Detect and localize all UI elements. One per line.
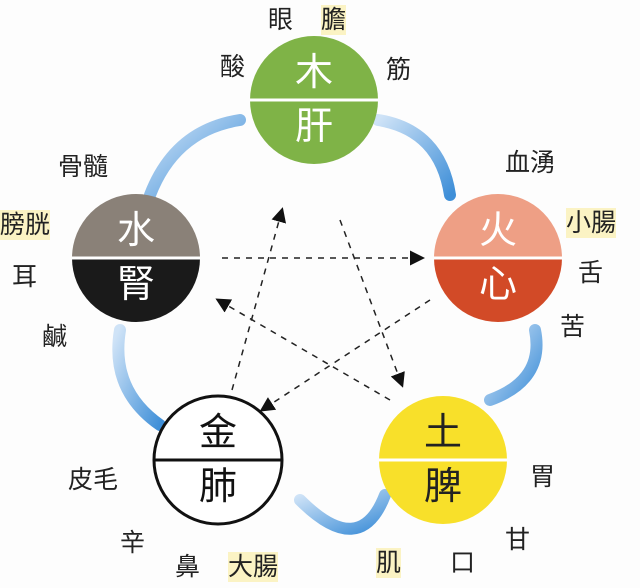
label-stomach: 胃 — [530, 462, 556, 491]
arrow-wood-to-earth — [339, 219, 405, 388]
arrow-fire-to-metal — [259, 299, 431, 412]
earth-element: 土 — [423, 410, 462, 454]
label-pungent: 辛 — [120, 528, 146, 557]
label-large-intestine: 大腸 — [228, 552, 279, 582]
arrow-wood-to-fire — [372, 114, 456, 201]
circle-fire — [434, 194, 562, 322]
label-eye: 眼 — [268, 5, 294, 34]
earth-organ: 脾 — [423, 464, 462, 508]
arrow-earth-to-water — [215, 298, 391, 401]
generating-cycle-arrows — [112, 114, 543, 535]
circle-earth — [379, 396, 507, 524]
controlling-cycle-arrows — [215, 207, 431, 412]
wood-element: 木 — [294, 50, 333, 94]
circle-metal — [152, 394, 284, 526]
wood-organ: 肝 — [294, 104, 333, 148]
label-sour: 酸 — [220, 52, 246, 81]
label-bitter: 苦 — [560, 312, 586, 341]
label-ear: 耳 — [12, 262, 38, 291]
water-element: 水 — [116, 208, 155, 252]
label-sweet: 甘 — [505, 525, 531, 554]
label-salty: 鹹 — [42, 322, 68, 351]
metal-organ: 肺 — [198, 464, 237, 508]
label-tendon: 筋 — [386, 55, 412, 84]
label-skin-hair: 皮毛 — [68, 465, 119, 494]
label-nose: 鼻 — [175, 552, 201, 581]
arrow-metal-to-wood — [231, 207, 287, 391]
arrow-earth-to-metal — [294, 489, 391, 535]
label-blood: 血湧 — [505, 148, 556, 177]
label-small-intestine: 小腸 — [566, 208, 617, 238]
label-muscle: 肌 — [376, 548, 402, 578]
label-tongue: 舌 — [578, 258, 604, 287]
label-gallbladder: 膽 — [321, 5, 347, 35]
arrow-metal-to-water — [112, 324, 166, 431]
metal-element: 金 — [198, 410, 237, 454]
label-bone-marrow: 骨髓 — [58, 152, 109, 181]
circle-wood — [250, 36, 378, 164]
water-organ: 腎 — [116, 262, 155, 306]
fire-organ: 心 — [478, 262, 517, 306]
circle-water — [72, 194, 200, 322]
fire-element: 火 — [478, 208, 517, 252]
label-mouth: 口 — [450, 548, 476, 577]
label-bladder: 膀胱 — [0, 210, 51, 240]
arrow-water-to-wood — [144, 114, 246, 201]
arrow-fire-to-earth — [484, 324, 543, 406]
